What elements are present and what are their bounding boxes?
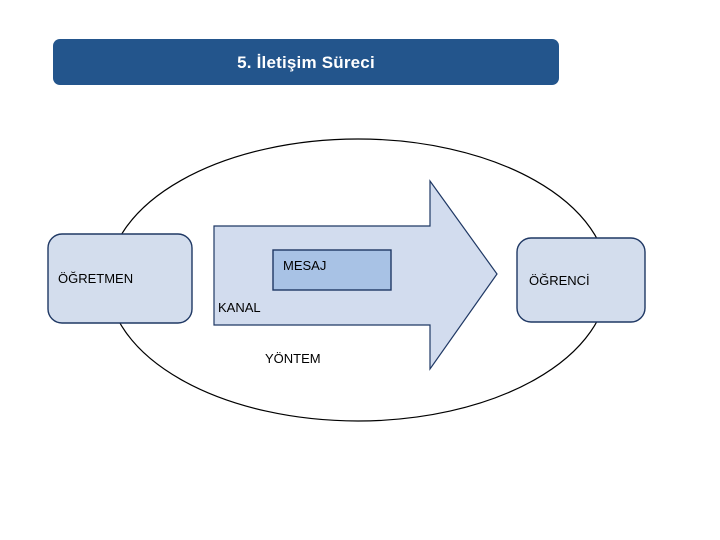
receiver-box [516,237,646,323]
sender-label: ÖĞRETMEN [58,271,134,286]
sender-box [47,233,193,324]
message-box [272,249,392,291]
receiver-label: ÖĞRENCİ [529,273,590,288]
message-label: MESAJ [283,258,327,273]
page-title: 5. İletişim Süreci [237,52,375,72]
channel-label: KANAL [218,300,261,315]
method-label: YÖNTEM [265,351,321,366]
slide-title-banner: 5. İletişim Süreci [53,39,559,85]
